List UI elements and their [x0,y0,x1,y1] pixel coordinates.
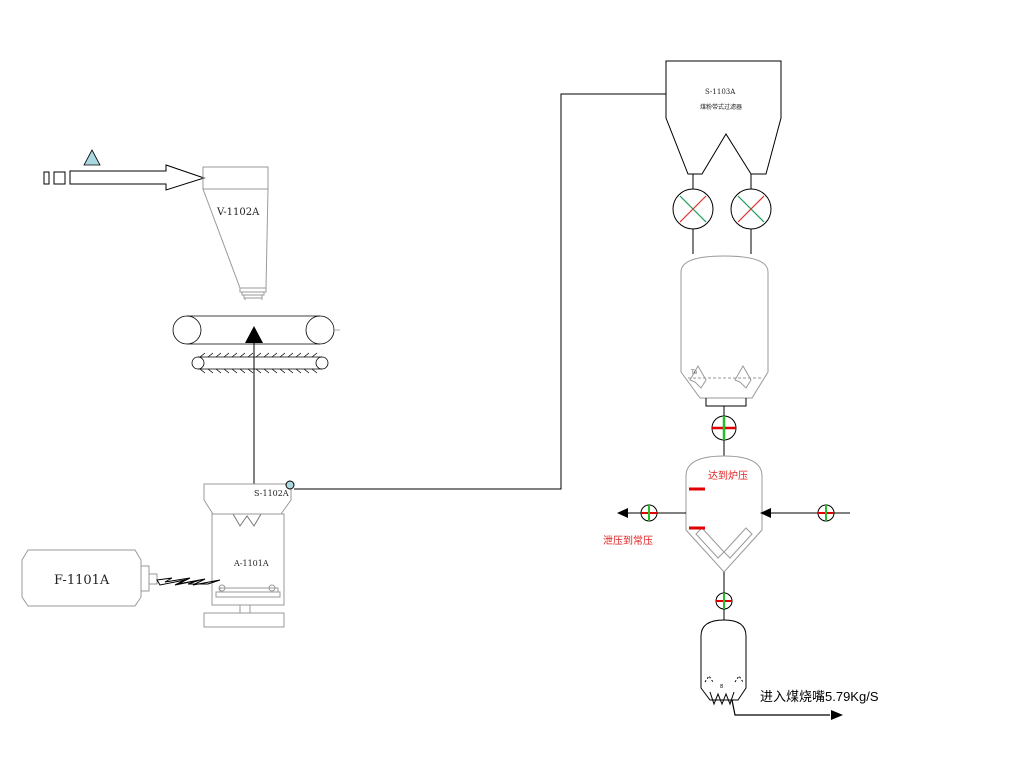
f-1101a-motor [21,549,158,607]
bin-outlet-line [705,398,747,407]
s-1103a-bag-filter [665,60,782,175]
valve-hopper-outlet [715,592,733,610]
pressurize-line [760,504,850,522]
rotary-valve-left [672,174,714,254]
flow-direction-up-arrow [245,326,263,343]
inlet-box-1 [43,171,50,185]
drive-coupling [156,577,221,586]
transport-pipe [294,93,666,490]
valve-bin-outlet [711,415,737,441]
rotary-valve-right [730,174,772,254]
a-1101a-mill [203,513,285,628]
a-1101a-label: A-1101A [233,559,269,568]
f-1101a-label: F-1101A [54,573,110,588]
feed-vessel-small-label: 8 [720,684,723,690]
bin-small-label: Te [690,369,698,376]
s-1103a-label: S-1103A [705,88,736,96]
belt-conveyor [172,315,340,374]
inlet-arrow [69,164,206,191]
inlet-group [43,149,206,191]
burner-feed-arrow [831,710,843,720]
s-1103a-sublabel: 煤粉带式过滤器 [700,103,742,111]
vent-line [617,504,686,522]
v-1102a-label: V-1102A [216,207,260,218]
level-triangle-icon [83,149,101,166]
burner-feed-line [731,699,830,716]
outlet-nozzle-icon [285,480,295,490]
inlet-box-2 [53,171,66,185]
pulverized-coal-bin [680,255,769,399]
lock-hopper [685,455,763,573]
vent-to-atmosphere-label: 泄压到常压 [603,534,653,547]
s-1102a-label: S-1102A [254,489,289,498]
v-1102a-vessel [202,166,269,300]
to-burner-label: 进入煤烧嘴5.79Kg/S [760,689,879,704]
reach-furnace-pressure-label: 达到炉压 [708,470,748,482]
feed-vessel [700,619,747,706]
